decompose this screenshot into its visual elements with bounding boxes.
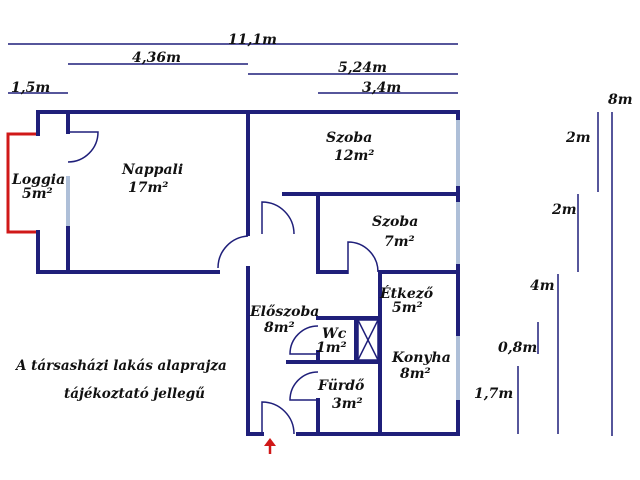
room-szoba1-area: 12m² (334, 148, 374, 164)
room-nappali-name: Nappali (121, 162, 183, 178)
dim-label-15: 1,5m (11, 80, 50, 96)
room-szoba2-area: 7m² (384, 234, 415, 250)
room-nappali-area: 17m² (128, 180, 168, 196)
entrance-arrow-icon (264, 438, 276, 454)
room-etkezo-area: 5m² (392, 300, 423, 316)
dim-label-4: 4m (530, 278, 555, 294)
windows (66, 120, 460, 400)
room-szoba1-name: Szoba (326, 130, 372, 146)
room-szoba2-name: Szoba (372, 214, 418, 230)
note-line-1: A társasházi lakás alaprajza (14, 358, 227, 374)
door-nappali (217, 235, 249, 269)
room-loggia-area: 5m² (22, 186, 53, 202)
door-wc (289, 325, 319, 355)
dim-label-8: 8m (608, 92, 633, 108)
room-konyha-name: Konyha (391, 350, 451, 366)
note-line-2: tájékoztató jellegű (64, 386, 205, 402)
room-furdo-name: Fürdő (317, 378, 365, 394)
room-konyha-area: 8m² (400, 366, 431, 382)
vertical-dimensions: 8m 2m 2m 4m 0,8m 1,7m (474, 92, 633, 436)
disclaimer-note: A társasházi lakás alaprajza tájékoztató… (14, 358, 227, 402)
room-wc-area: 1m² (316, 340, 347, 356)
room-loggia-name: Loggia (11, 172, 65, 188)
room-wc-name: Wc (322, 326, 347, 342)
horizontal-dimensions: 11,1m 4,36m 5,24m 3,4m 1,5m (8, 32, 458, 96)
dim-label-08: 0,8m (498, 340, 537, 356)
dim-label-2a: 2m (565, 130, 591, 146)
room-eloszoba-name: Előszoba (249, 304, 319, 320)
wc-shaft (357, 319, 379, 361)
door-szoba2 (347, 241, 379, 274)
dim-label-2b: 2m (551, 202, 577, 218)
dim-label-524: 5,24m (338, 60, 387, 76)
room-furdo-area: 3m² (332, 396, 363, 412)
door-entrance (261, 401, 295, 435)
door-szoba1 (261, 201, 295, 235)
doors (67, 131, 379, 435)
room-eloszoba-area: 8m² (264, 320, 295, 336)
dim-label-total-width: 11,1m (228, 32, 277, 48)
dim-label-17: 1,7m (474, 386, 513, 402)
room-labels: Loggia 5m² Nappali 17m² Szoba 12m² Szoba… (11, 130, 451, 412)
dim-label-34: 3,4m (362, 80, 401, 96)
loggia-outline (6, 132, 38, 234)
dim-label-436: 4,36m (132, 50, 181, 66)
room-etkezo-name: Étkező (379, 284, 434, 302)
door-loggia (67, 131, 99, 163)
door-furdo (289, 371, 319, 401)
